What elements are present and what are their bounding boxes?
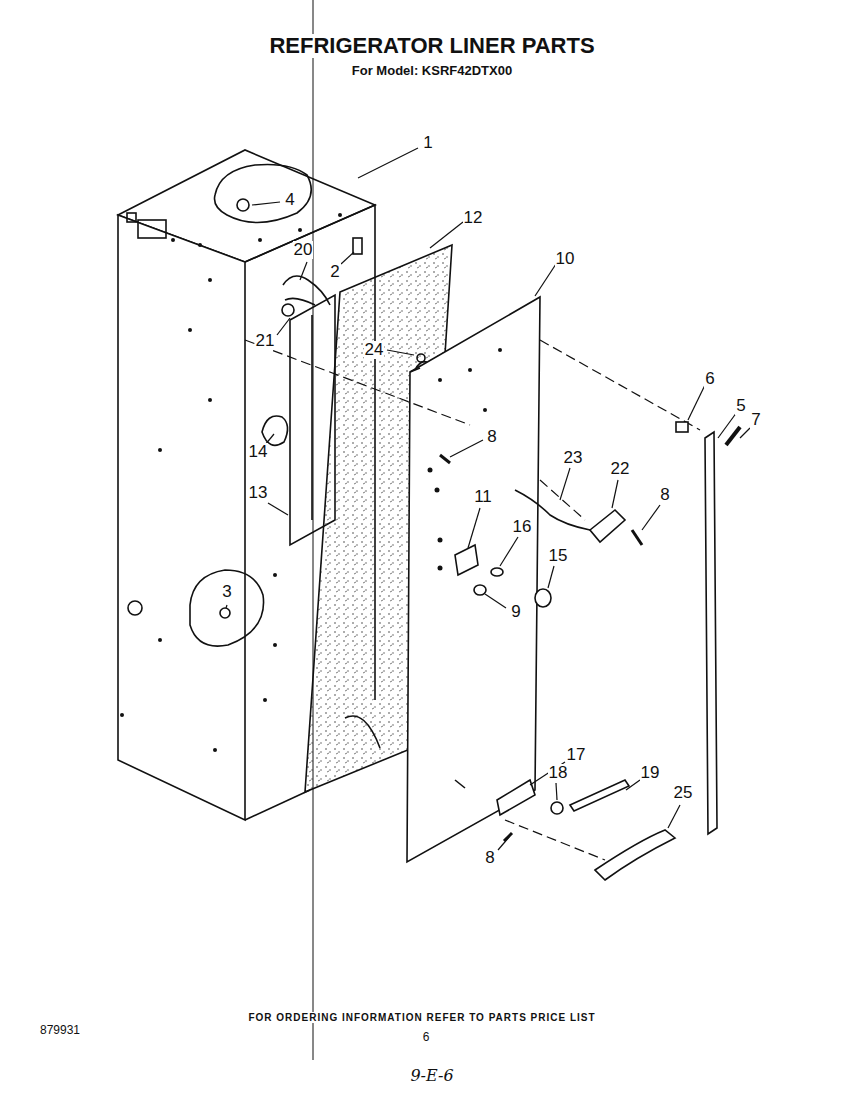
callout-number: 11 <box>473 488 493 507</box>
callout-number: 25 <box>673 784 694 803</box>
handwritten-note: 9-E-6 <box>409 1067 454 1085</box>
callout-number: 8 <box>484 849 495 868</box>
callout-number: 13 <box>248 484 269 503</box>
callout-number: 9 <box>510 603 521 622</box>
callout-number: 14 <box>248 443 269 462</box>
callout-number: 18 <box>548 764 569 783</box>
callout-number: 6 <box>704 370 715 389</box>
page-number: 6 <box>422 1031 431 1044</box>
callout-number: 10 <box>555 250 576 269</box>
callout-number: 22 <box>610 460 631 479</box>
callout-number: 16 <box>512 518 533 537</box>
callout-number: 8 <box>659 486 670 505</box>
model-number: For Model: KSRF42DTX00 <box>351 64 513 78</box>
drawing-number: 879931 <box>39 1024 81 1037</box>
callout-number: 8 <box>486 428 497 447</box>
callout-number: 7 <box>750 411 761 430</box>
callout-number: 24 <box>364 341 385 360</box>
callout-number: 4 <box>284 191 295 210</box>
callout-number: 23 <box>563 449 584 468</box>
callout-number: 20 <box>293 241 314 260</box>
callout-number: 2 <box>329 263 340 282</box>
callout-number: 3 <box>221 583 232 602</box>
callout-number: 21 <box>255 332 276 351</box>
footer-note: FOR ORDERING INFORMATION REFER TO PARTS … <box>247 1012 596 1023</box>
callout-number: 19 <box>640 764 661 783</box>
callout-number: 5 <box>735 397 746 416</box>
callout-number: 15 <box>548 547 569 566</box>
callout-number: 1 <box>422 134 433 153</box>
callout-number: 17 <box>566 746 587 765</box>
callout-number: 12 <box>463 209 484 228</box>
diagram-title: REFRIGERATOR LINER PARTS <box>268 34 595 58</box>
